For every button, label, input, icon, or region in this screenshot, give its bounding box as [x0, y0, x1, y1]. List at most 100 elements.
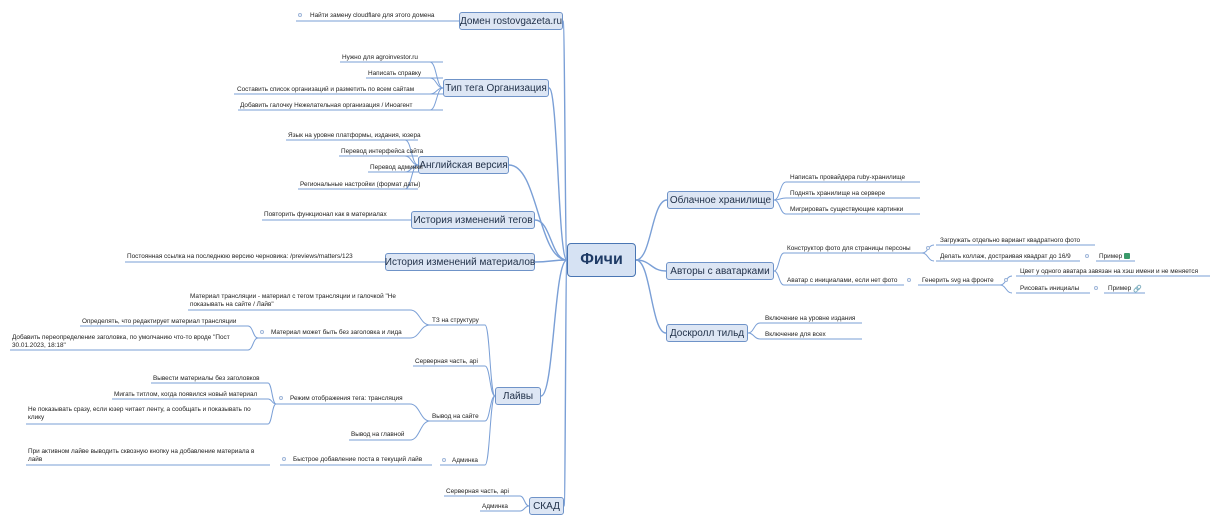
lives-no-title-item-1[interactable]: Определять, что редактирует материал тра…	[82, 318, 237, 325]
root-node[interactable]: Фичи	[567, 243, 636, 277]
branch-english[interactable]: Английская версия	[418, 156, 509, 174]
connector-line	[562, 20, 568, 261]
collapse-dot[interactable]	[907, 278, 911, 282]
avatars-initials-example[interactable]: Пример🔗	[1108, 285, 1142, 294]
connector-line	[773, 181, 787, 201]
cloud-item-3[interactable]: Мигрировать существующие картинки	[790, 206, 904, 213]
leaf-tag-type-1[interactable]: Нужно для agroinvestor.ru	[342, 54, 418, 61]
avatars-initials-item-2[interactable]: Рисовать инициалы	[1020, 285, 1080, 292]
connector-line	[429, 87, 444, 95]
connector-line	[267, 398, 277, 405]
connector-line	[534, 259, 568, 263]
connector-line	[921, 252, 935, 262]
leaf-material-history-1[interactable]: Постоянная ссылка на последнюю версию че…	[127, 253, 353, 260]
leaf-tag-type-3[interactable]: Составить список организаций и разметить…	[237, 86, 415, 93]
avatars-constructor-item-2[interactable]: Делать коллаж, достраивая квадрат до 16/…	[940, 253, 1071, 260]
lives-tz-item-1[interactable]: Материал трансляции - материал с тегом т…	[190, 293, 396, 308]
lives-site-output-label[interactable]: Вывод на сайте	[432, 413, 479, 420]
lives-quick-item-1[interactable]: При активном лайве выводить сквозную кно…	[28, 448, 255, 463]
connector-line	[429, 61, 444, 89]
connector-line	[429, 87, 444, 111]
branch-tilda[interactable]: Доскролл тильд	[666, 324, 748, 342]
lives-admin-label[interactable]: Админка	[452, 457, 478, 464]
avatars-initials-item-1[interactable]: Цвет у одного аватара завязан на хэш име…	[1020, 268, 1199, 275]
collapse-dot[interactable]	[260, 330, 264, 334]
connector-line	[409, 309, 431, 326]
leaf-tag-type-2[interactable]: Написать справку	[368, 70, 422, 77]
connector-line	[747, 322, 761, 334]
lives-main-page[interactable]: Вывод на главной	[351, 431, 405, 438]
branch-lives[interactable]: Лайвы	[495, 387, 541, 405]
connector-line	[635, 259, 667, 272]
avatars-constructor-example[interactable]: Пример	[1099, 253, 1131, 261]
collapse-dot[interactable]	[298, 13, 302, 17]
lives-mode-label[interactable]: Режим отображения тега: трансляция	[290, 395, 403, 402]
lives-mode-item-3[interactable]: Не показывать сразу, если юзер читает ле…	[28, 406, 251, 421]
connector-line	[563, 259, 568, 507]
link-icon: 🔗	[1133, 286, 1142, 293]
connector-line	[484, 395, 496, 466]
connector-line	[534, 219, 568, 261]
branch-material-history[interactable]: История изменений материалов	[385, 253, 535, 271]
connector-line	[409, 324, 431, 339]
example-label[interactable]: Пример	[1108, 285, 1132, 292]
branch-tag-history[interactable]: История изменений тегов	[411, 211, 535, 229]
connector-line	[484, 395, 496, 422]
skad-item-1[interactable]: Серверная часть, api	[446, 488, 509, 495]
lives-server[interactable]: Серверная часть, api	[415, 358, 478, 365]
leaf-english-3[interactable]: Перевод админки	[370, 164, 423, 171]
cloud-item-2[interactable]: Поднять хранилище на сервере	[790, 190, 886, 197]
connector-line	[540, 259, 568, 397]
connector-line	[773, 270, 785, 286]
leaf-english-2[interactable]: Перевод интерфейса сайта	[341, 148, 424, 155]
connector-line	[773, 252, 785, 272]
tilda-item-1[interactable]: Включение на уровне издания	[765, 315, 856, 322]
collapse-dot[interactable]	[282, 457, 286, 461]
branch-cloud-storage[interactable]: Облачное хранилище	[667, 191, 774, 209]
connector-line	[548, 87, 568, 261]
leaf-tag-type-4[interactable]: Добавить галочку Нежелательная организац…	[240, 102, 413, 109]
branch-tag-type[interactable]: Тип тега Организация	[443, 79, 549, 97]
connector-line	[267, 382, 277, 405]
lives-tz-label[interactable]: ТЗ на структуру	[432, 317, 479, 324]
collapse-dot[interactable]	[1094, 286, 1098, 290]
tilda-item-2[interactable]: Включение для всех	[765, 331, 826, 338]
connector-line	[519, 495, 530, 507]
example-label[interactable]: Пример	[1099, 253, 1123, 260]
connector-line	[635, 259, 667, 334]
connector-line	[999, 284, 1013, 294]
connector-line	[635, 199, 668, 261]
avatars-constructor-item-1[interactable]: Загружать отдельно вариант квадратного ф…	[940, 237, 1081, 244]
leaf-domain-1[interactable]: Найти замену cloudflare для этого домена	[310, 12, 435, 19]
collapse-dot[interactable]	[442, 458, 446, 462]
image-icon	[1124, 253, 1131, 259]
leaf-english-1[interactable]: Язык на уровне платформы, издания, юзера	[288, 132, 421, 139]
collapse-dot[interactable]	[1085, 254, 1089, 258]
connector-line	[429, 77, 444, 89]
branch-skad[interactable]: СКАД	[529, 497, 564, 515]
leaf-tag-history-1[interactable]: Повторить функционал как в материалах	[264, 211, 387, 218]
collapse-dot[interactable]	[1004, 278, 1008, 282]
lives-no-title-label[interactable]: Материал может быть без заголовка и лида	[271, 329, 402, 336]
avatars-constructor-label[interactable]: Конструктор фото для страницы персоны	[787, 245, 911, 252]
collapse-dot[interactable]	[926, 246, 930, 250]
leaf-english-4[interactable]: Региональные настройки (формат даты)	[300, 181, 421, 188]
connector-line	[773, 197, 787, 201]
lives-no-title-item-2[interactable]: Добавить переопределение заголовка, по у…	[12, 334, 230, 349]
connector-line	[267, 403, 277, 425]
avatars-svg-label[interactable]: Генерить svg на фронте	[922, 277, 994, 284]
connector-line	[747, 332, 761, 340]
connector-line	[484, 324, 496, 397]
connector-line	[484, 365, 496, 397]
lives-mode-item-2[interactable]: Мигать титлом, когда появился новый мате…	[114, 391, 258, 398]
lives-mode-item-1[interactable]: Вывести материалы без заголовков	[153, 375, 260, 382]
connector-line	[519, 505, 530, 512]
avatars-initials-label[interactable]: Аватар с инициалами, если нет фото	[787, 277, 898, 284]
branch-avatars[interactable]: Авторы с аватарками	[666, 262, 774, 280]
collapse-dot[interactable]	[279, 396, 283, 400]
lives-quick-label[interactable]: Быстрое добавление поста в текущий лайв	[293, 456, 423, 463]
cloud-item-1[interactable]: Написать провайдера ruby-хранилище	[790, 174, 906, 181]
branch-domain[interactable]: Домен rostovgazeta.ru	[459, 12, 563, 30]
skad-item-2[interactable]: Админка	[482, 503, 508, 510]
